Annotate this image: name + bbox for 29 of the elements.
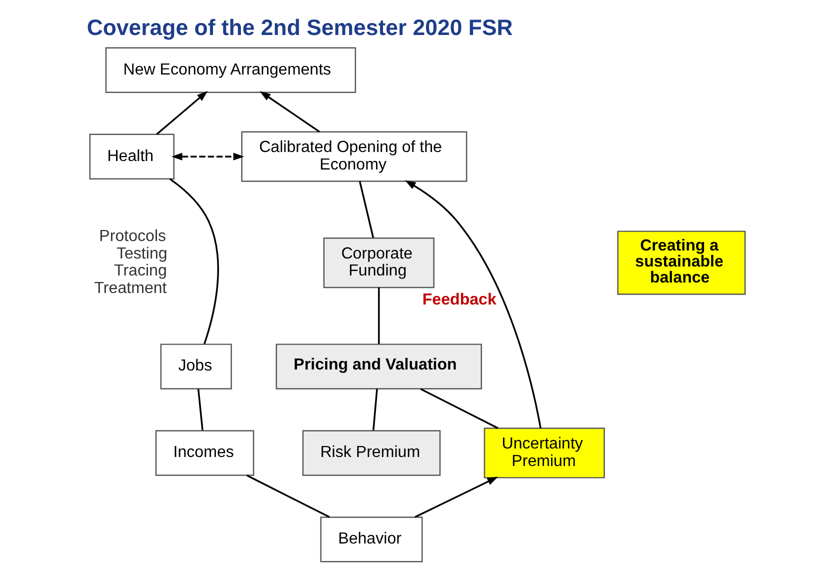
node-box: New Economy Arrangements: [104, 47, 356, 93]
node-box: Pricing and Valuation: [275, 344, 482, 390]
connector: [246, 474, 330, 518]
node-box: Risk Premium: [302, 430, 440, 476]
arrow: [414, 476, 498, 518]
arrow: [156, 90, 208, 135]
connector: [196, 388, 203, 430]
node-box: Incomes: [154, 430, 254, 476]
node-label: Protocols: [98, 227, 166, 246]
node-label: Testing: [116, 244, 167, 262]
node-label: Tracing: [113, 262, 166, 280]
arrow: [170, 152, 244, 160]
arrow: [259, 91, 320, 133]
connector: [378, 288, 380, 344]
node-box: Creating a sustainable balance: [616, 230, 746, 295]
connector: [420, 388, 498, 429]
node-box: Health: [88, 134, 174, 180]
node-label: Treatment: [94, 278, 166, 297]
diagram-title: Coverage of the 2nd Semester 2020 FSR: [86, 14, 512, 40]
node-box: Behavior: [320, 516, 422, 562]
node-box: Corporate Funding: [322, 237, 434, 288]
connector: [358, 181, 374, 238]
arrow: [404, 180, 541, 428]
connector: [168, 178, 218, 344]
node-box: Jobs: [160, 344, 232, 390]
edge-label: Feedback: [422, 290, 496, 309]
node-box: Calibrated Opening of the Economy: [240, 131, 467, 182]
node-box: Uncertainty Premium: [483, 428, 604, 478]
connector: [372, 388, 378, 430]
